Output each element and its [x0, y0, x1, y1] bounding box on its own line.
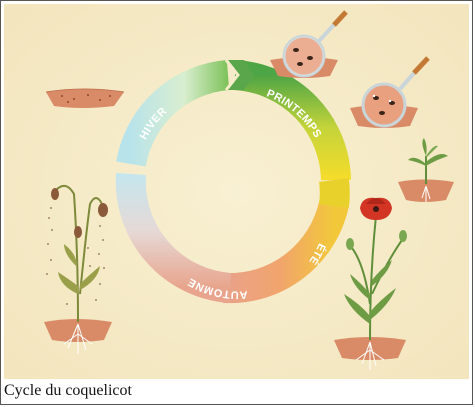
soil-mound-icon [46, 89, 124, 108]
poppy-cycle-diagram: HIVER PRINTEMPS ÉTÉ AUTOMNE [4, 4, 469, 379]
poppy-flower-icon [360, 198, 392, 220]
figure-caption: Cycle du coquelicot [4, 382, 132, 400]
